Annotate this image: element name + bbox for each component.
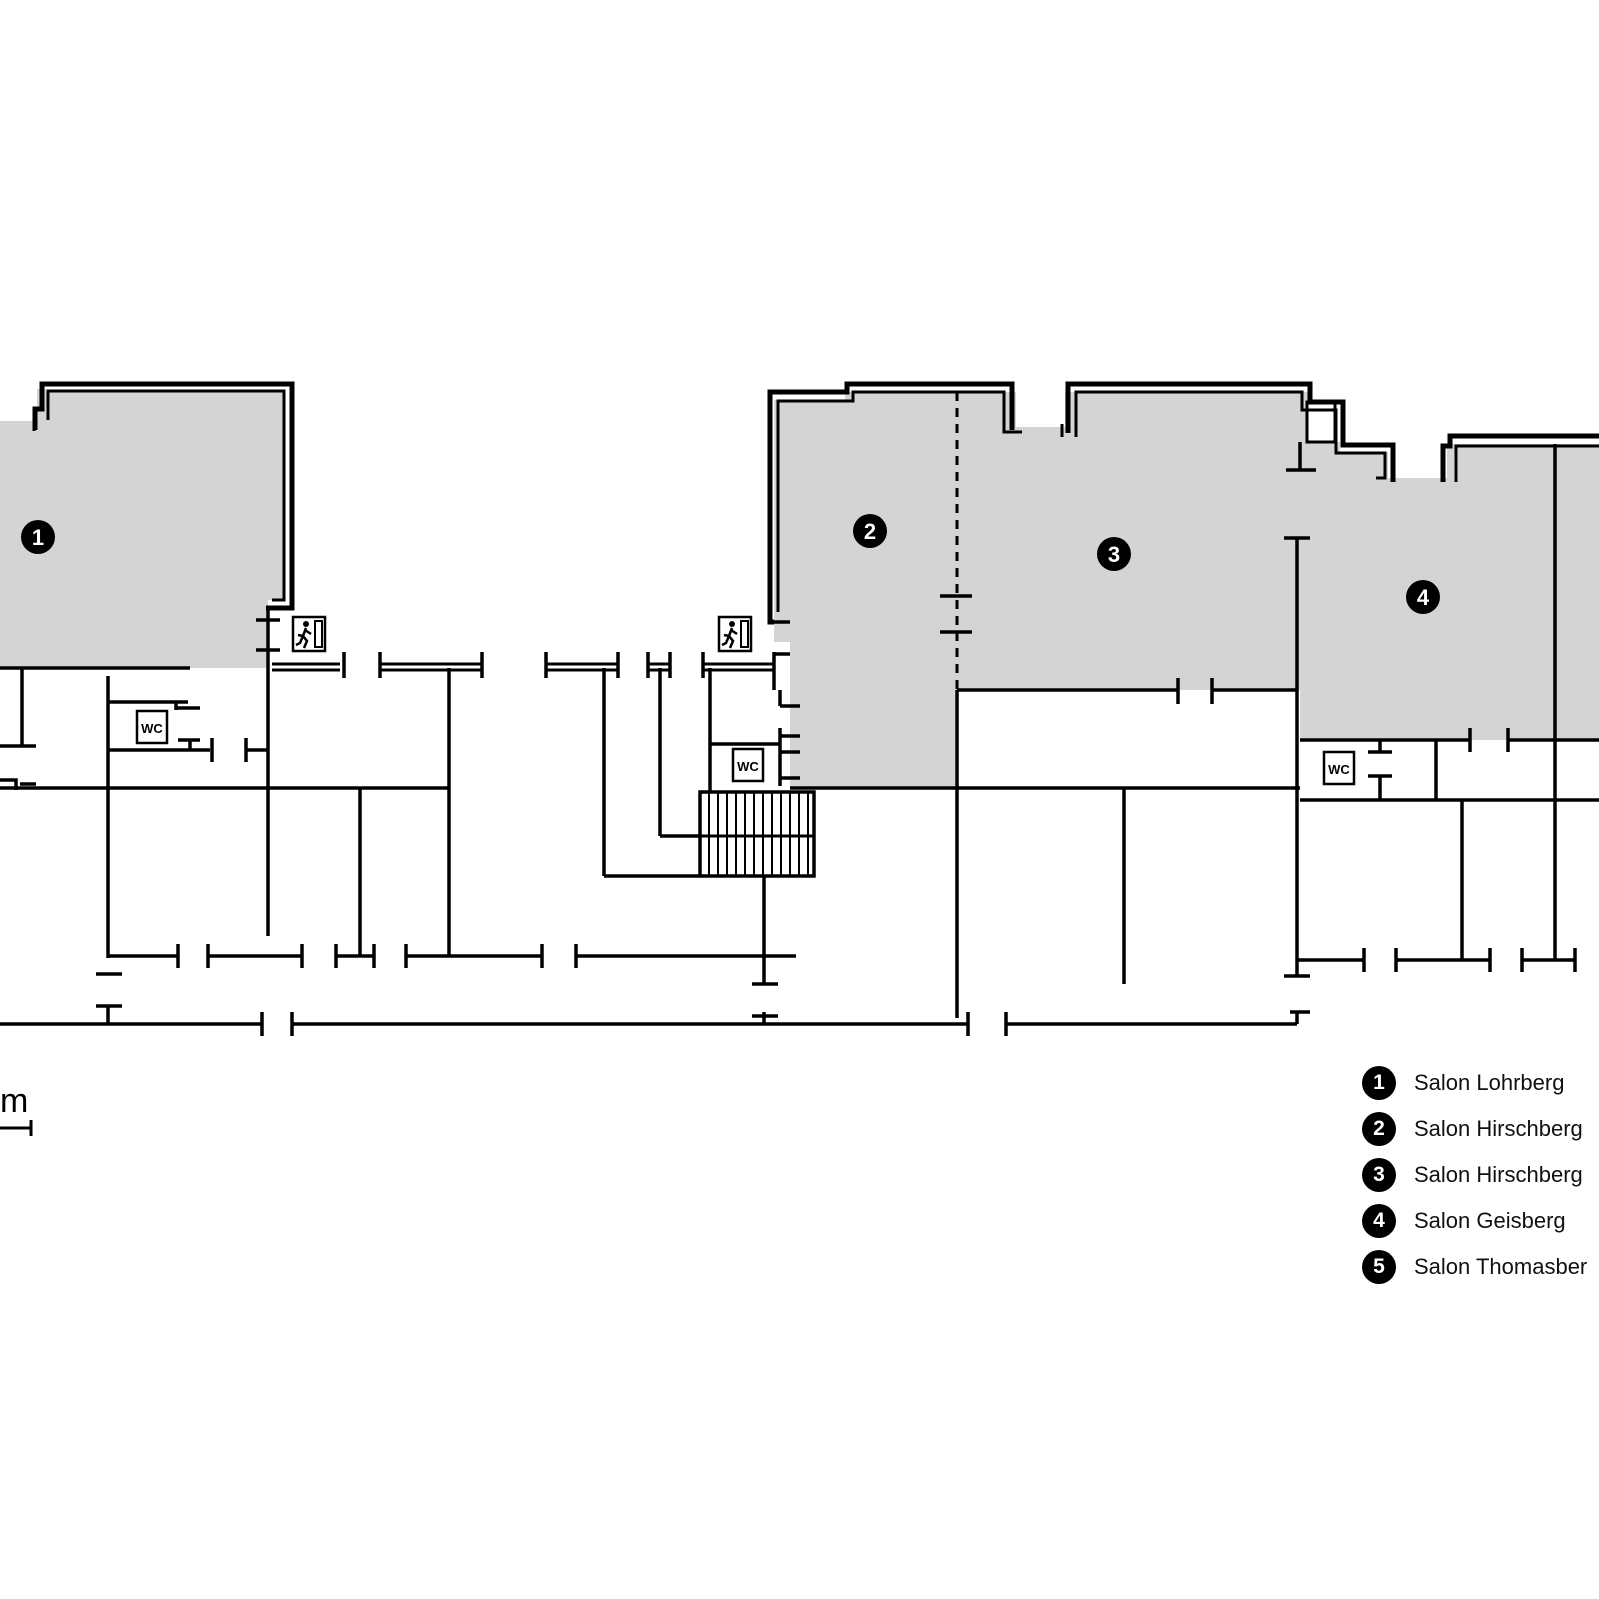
emergency-exit-icon — [291, 615, 327, 653]
wc-icon: WC — [1322, 750, 1356, 786]
emergency-exit-icon — [717, 615, 753, 653]
room-badge-4-number: 4 — [1417, 585, 1430, 610]
room-5-area[interactable] — [1555, 444, 1599, 740]
room-2-area[interactable] — [774, 392, 955, 787]
legend-label-5: Salon Thomasber — [1414, 1254, 1588, 1279]
legend-badge-1: 1 — [1362, 1066, 1396, 1100]
room-legend: 1 Salon Lohrberg 2 Salon Hirschberg 3 Sa… — [1362, 1066, 1599, 1296]
legend-badge-3: 3 — [1362, 1158, 1396, 1192]
wc-icon: WC — [731, 747, 765, 783]
legend-item-4[interactable]: 4 Salon Geisberg — [1362, 1204, 1599, 1250]
legend-label-4: Salon Geisberg — [1414, 1208, 1566, 1233]
room-1-area[interactable] — [0, 389, 285, 668]
room-badge-2[interactable]: 2 — [853, 514, 887, 548]
room-badge-1-number: 1 — [32, 525, 44, 550]
legend-item-1[interactable]: 1 Salon Lohrberg — [1362, 1066, 1599, 1112]
legend-badge-2: 2 — [1362, 1112, 1396, 1146]
legend-label-2: Salon Hirschberg — [1414, 1116, 1583, 1141]
legend-item-5[interactable]: 5 Salon Thomasber — [1362, 1250, 1599, 1296]
legend-badge-5: 5 — [1362, 1250, 1396, 1284]
scale-bar: m — [0, 1082, 33, 1136]
staircase — [698, 790, 816, 878]
room-badge-3[interactable]: 3 — [1097, 537, 1131, 571]
legend-label-1: Salon Lohrberg — [1414, 1070, 1565, 1095]
room-badge-3-number: 3 — [1108, 542, 1120, 567]
room-badge-2-number: 2 — [864, 519, 876, 544]
interior-walls — [0, 442, 1599, 1036]
outer-walls — [32, 381, 1599, 625]
wc-label: WC — [141, 721, 163, 736]
legend-label-3: Salon Hirschberg — [1414, 1162, 1583, 1187]
legend-badge-4: 4 — [1362, 1204, 1396, 1238]
scale-unit: m — [0, 1082, 28, 1120]
room-3-area[interactable] — [955, 392, 1308, 690]
wc-icon: WC — [135, 709, 169, 745]
legend-item-2[interactable]: 2 Salon Hirschberg — [1362, 1112, 1599, 1158]
room-fills — [0, 389, 1599, 787]
wc-label: WC — [737, 759, 759, 774]
legend-item-3[interactable]: 3 Salon Hirschberg — [1362, 1158, 1599, 1204]
room-badge-4[interactable]: 4 — [1406, 580, 1440, 614]
room-badge-1[interactable]: 1 — [21, 520, 55, 554]
wc-label: WC — [1328, 762, 1350, 777]
